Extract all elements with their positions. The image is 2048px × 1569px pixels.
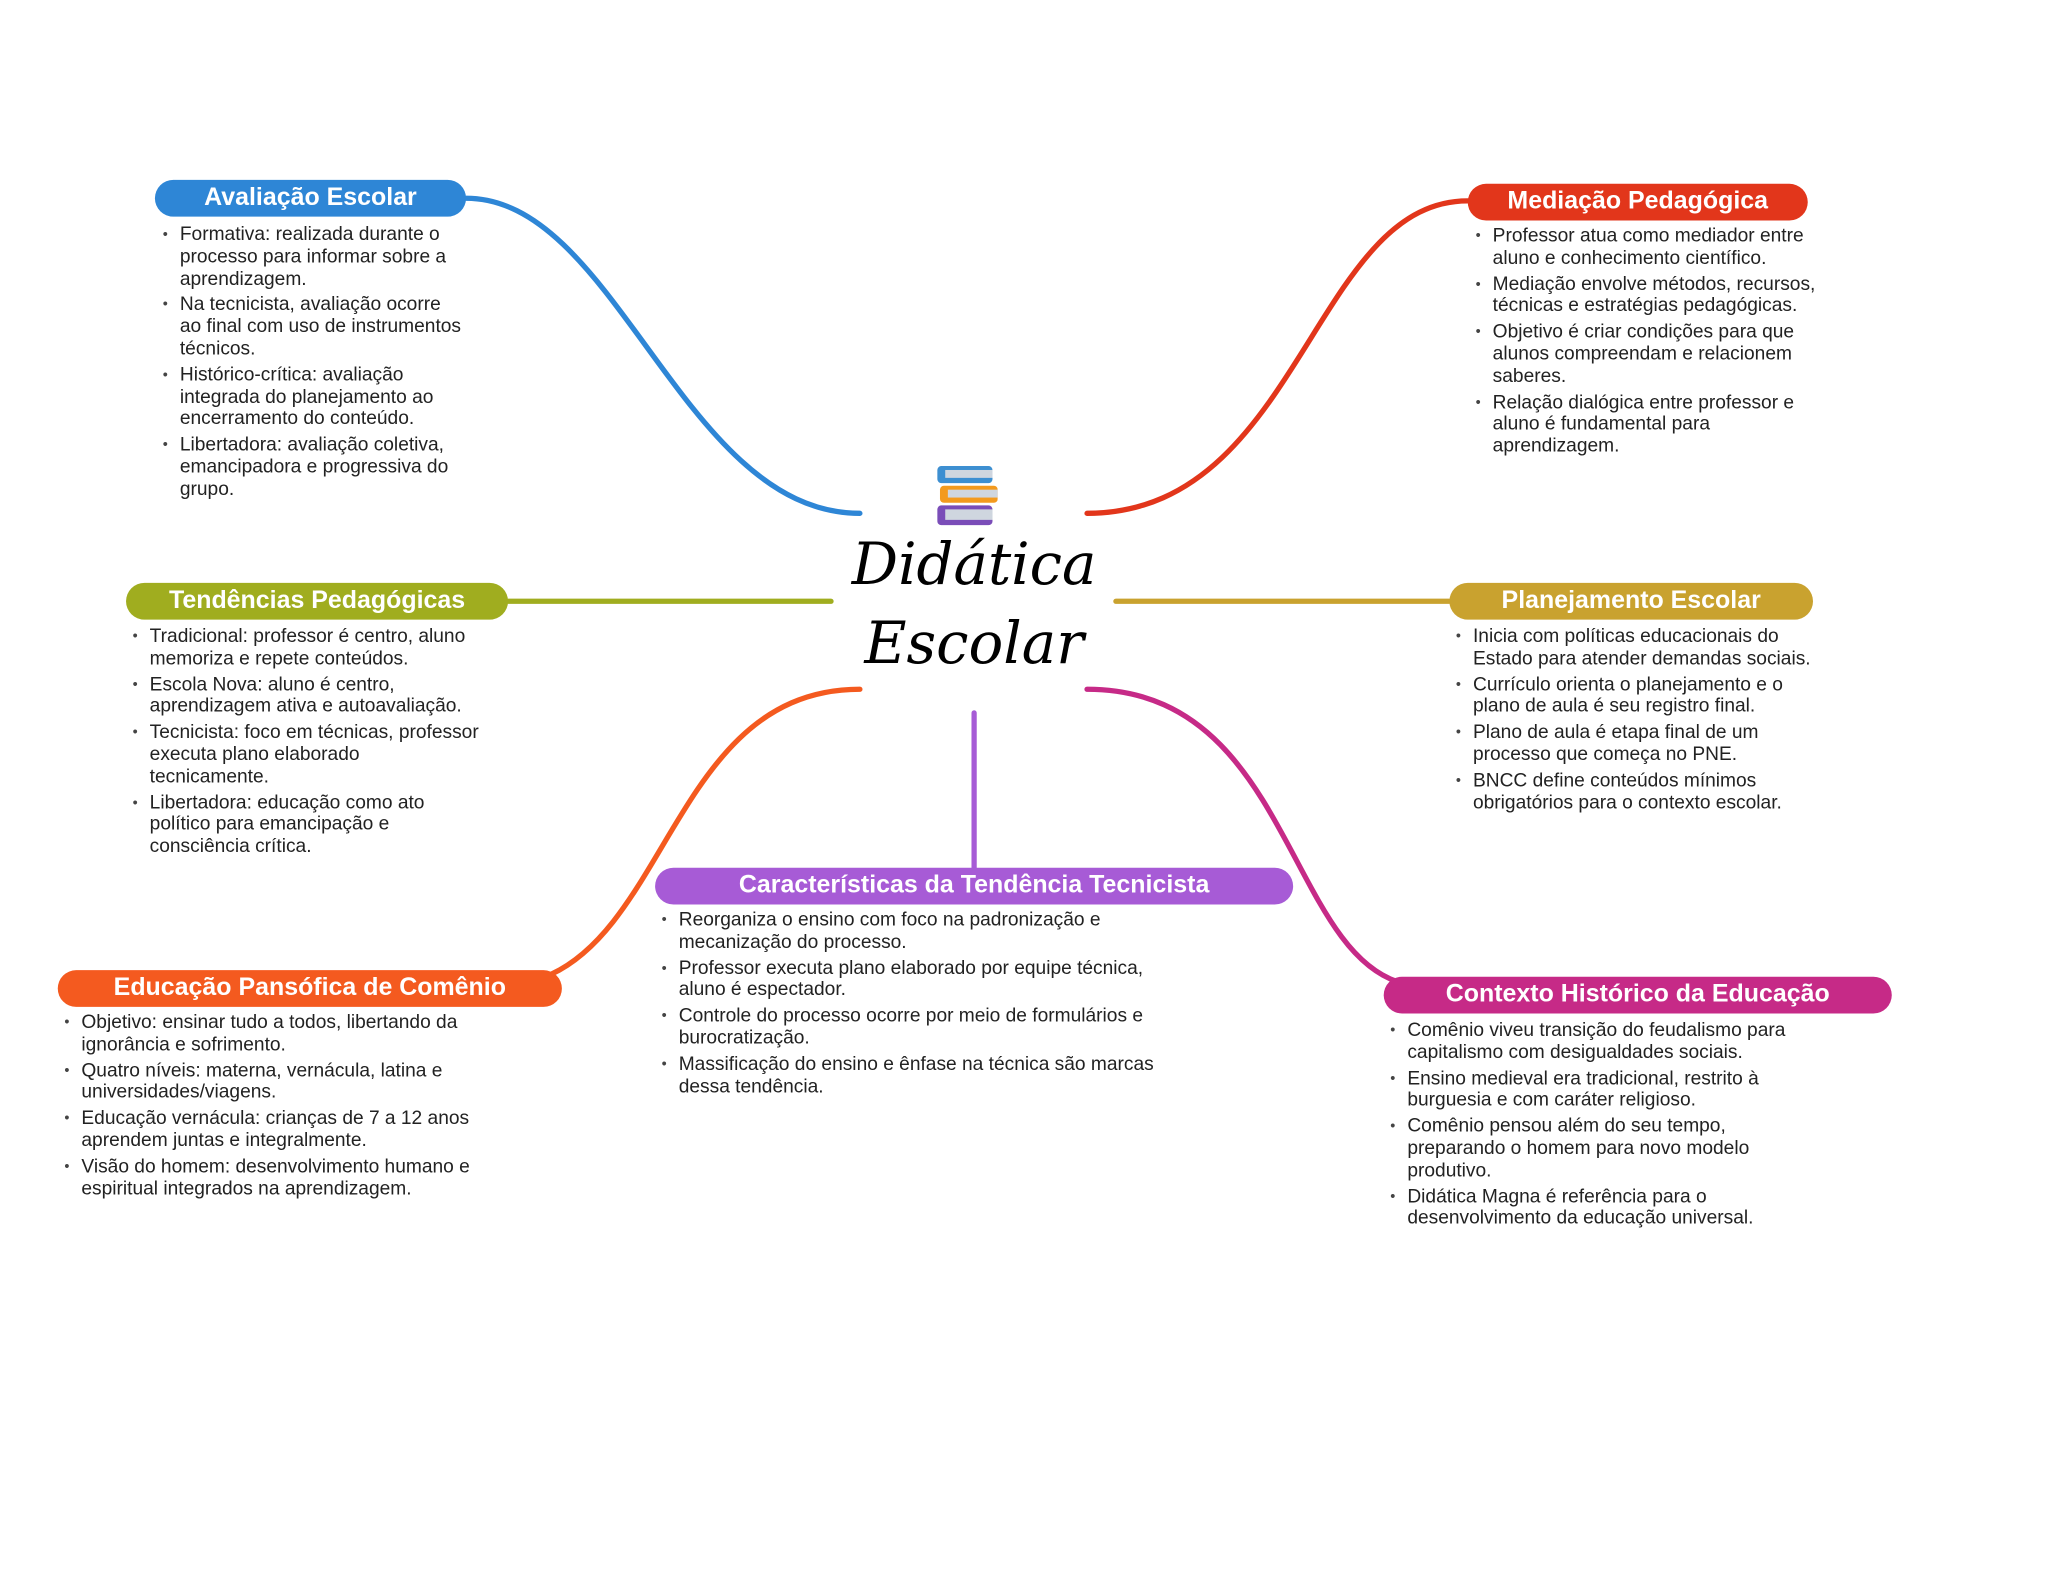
list-item: Comênio pensou além do seu tempo, prepar… — [1390, 1116, 1823, 1182]
list-item: Massificação do ensino e ênfase na técni… — [662, 1054, 1167, 1098]
list-item: Comênio viveu transição do feudalismo pa… — [1390, 1020, 1823, 1064]
node-tendencia-tecnicista[interactable]: Características da Tendência Tecnicista — [655, 867, 1294, 905]
connector-mediacao — [1084, 198, 1471, 516]
list-item: BNCC define conteúdos mínimos obrigatóri… — [1456, 770, 1817, 814]
list-item: Quatro níveis: materna, vernácula, latin… — [64, 1060, 523, 1104]
list-item: Inicia com políticas educacionais do Est… — [1456, 626, 1817, 670]
list-item: Objetivo é criar condições para que alun… — [1476, 322, 1837, 388]
central-title-line2: Escolar — [864, 610, 1084, 678]
node-avaliacao-escolar[interactable]: Avaliação Escolar — [154, 179, 467, 217]
planejamento-list: Inicia com políticas educacionais do Est… — [1456, 626, 1817, 818]
list-item: Reorganiza o ensino com foco na padroniz… — [662, 910, 1167, 954]
list-item: Formativa: realizada durante o processo … — [163, 224, 465, 290]
tecnicista-list: Reorganiza o ensino com foco na padroniz… — [662, 910, 1167, 1102]
list-item: Professor executa plano elaborado por eq… — [662, 958, 1167, 1002]
node-contexto-historico[interactable]: Contexto Histórico da Educação — [1383, 976, 1892, 1014]
connector-contexto — [1084, 686, 1401, 985]
comenio-list: Objetivo: ensinar tudo a todos, libertan… — [64, 1012, 523, 1204]
list-item: Libertadora: avaliação coletiva, emancip… — [163, 435, 465, 501]
list-item: Didática Magna é referência para o desen… — [1390, 1186, 1823, 1230]
books-icon — [937, 466, 998, 526]
list-item: Ensino medieval era tradicional, restrit… — [1390, 1068, 1823, 1112]
list-item: Na tecnicista, avaliação ocorre ao final… — [163, 295, 465, 361]
node-educacao-pansofica[interactable]: Educação Pansófica de Comênio — [57, 970, 562, 1007]
tendencias-list: Tradicional: professor é centro, aluno m… — [133, 626, 481, 862]
list-item: Professor atua como mediador entre aluno… — [1476, 226, 1837, 270]
list-item: Escola Nova: aluno é centro, aprendizage… — [133, 674, 481, 718]
list-item: Visão do homem: desenvolvimento humano e… — [64, 1156, 523, 1200]
list-item: Plano de aula é etapa final de um proces… — [1456, 722, 1817, 766]
list-item: Tradicional: professor é centro, aluno m… — [133, 626, 481, 670]
mediacao-list: Professor atua como mediador entre aluno… — [1476, 226, 1837, 462]
list-item: Libertadora: educação como ato político … — [133, 792, 481, 858]
node-planejamento-escolar[interactable]: Planejamento Escolar — [1449, 582, 1814, 620]
list-item: Currículo orienta o planejamento e o pla… — [1456, 674, 1817, 718]
list-item: Histórico-crítica: avaliação integrada d… — [163, 365, 465, 431]
central-title-line1: Didática — [851, 531, 1097, 599]
connector-avaliacao — [463, 195, 863, 516]
list-item: Educação vernácula: crianças de 7 a 12 a… — [64, 1108, 523, 1152]
node-tendencias-pedagogicas[interactable]: Tendências Pedagógicas — [126, 582, 509, 620]
node-mediacao-pedagogica[interactable]: Mediação Pedagógica — [1467, 183, 1808, 221]
avaliacao-list: Formativa: realizada durante o processo … — [163, 224, 465, 504]
list-item: Objetivo: ensinar tudo a todos, libertan… — [64, 1012, 523, 1056]
connector-comenio — [548, 686, 863, 977]
list-item: Relação dialógica entre professor e alun… — [1476, 392, 1837, 458]
list-item: Tecnicista: foco em técnicas, professor … — [133, 722, 481, 788]
contexto-list: Comênio viveu transição do feudalismo pa… — [1390, 1020, 1823, 1234]
list-item: Mediação envolve métodos, recursos, técn… — [1476, 274, 1837, 318]
list-item: Controle do processo ocorre por meio de … — [662, 1006, 1167, 1050]
